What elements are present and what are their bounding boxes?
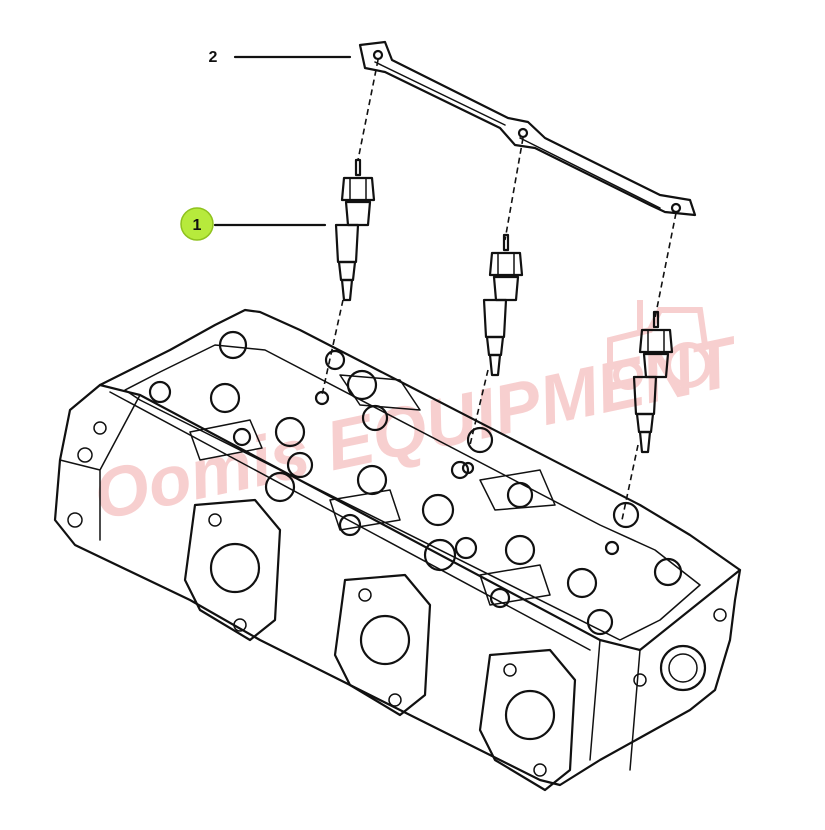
callout-2-label: 2 (209, 49, 218, 66)
alignment-line-5 (469, 369, 489, 446)
alignment-line-1 (357, 59, 379, 161)
port-flange (183, 498, 282, 642)
alignment-line-6 (621, 444, 639, 521)
busbar-strip (358, 40, 697, 217)
valve-ports (148, 330, 683, 636)
callout-1-badge (180, 207, 214, 241)
port-flange (333, 573, 432, 717)
alignment-line-4 (321, 299, 344, 396)
cylinder-head (53, 308, 742, 792)
glow-plug (482, 233, 524, 377)
glow-plug (632, 310, 674, 454)
callout-1-label: 1 (193, 217, 202, 234)
alignment-line-2 (504, 137, 524, 241)
alignment-line-3 (654, 212, 677, 319)
glow-plug (334, 158, 376, 302)
port-flange (478, 648, 577, 792)
